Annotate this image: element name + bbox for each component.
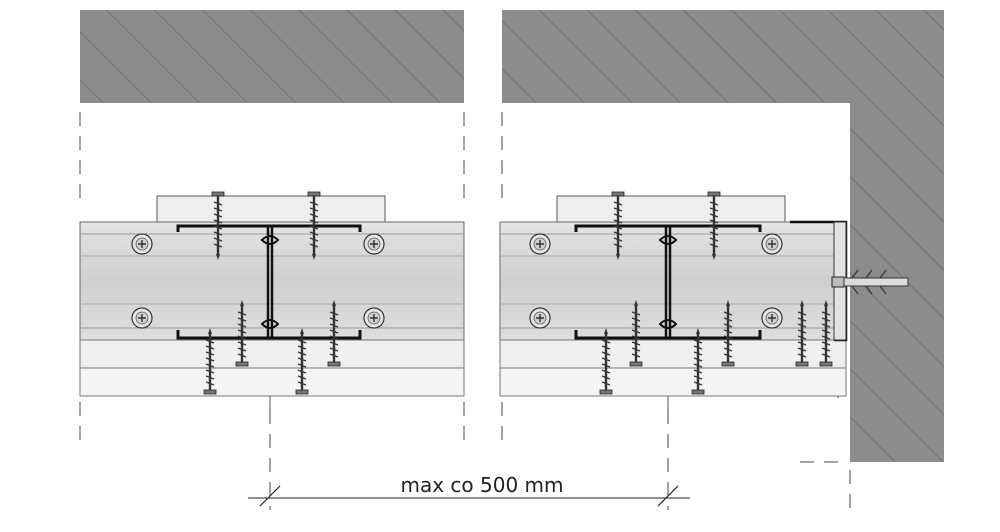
dimension-line: max co 500 mm [248, 473, 690, 507]
left-suspension-assembly [79, 190, 465, 410]
left-concrete-slab [80, 10, 464, 103]
dimension-label: max co 500 mm [400, 473, 563, 497]
right-concrete-slab-and-wall [502, 10, 944, 462]
wall-anchor [831, 269, 909, 295]
right-suspension-assembly [499, 190, 909, 410]
